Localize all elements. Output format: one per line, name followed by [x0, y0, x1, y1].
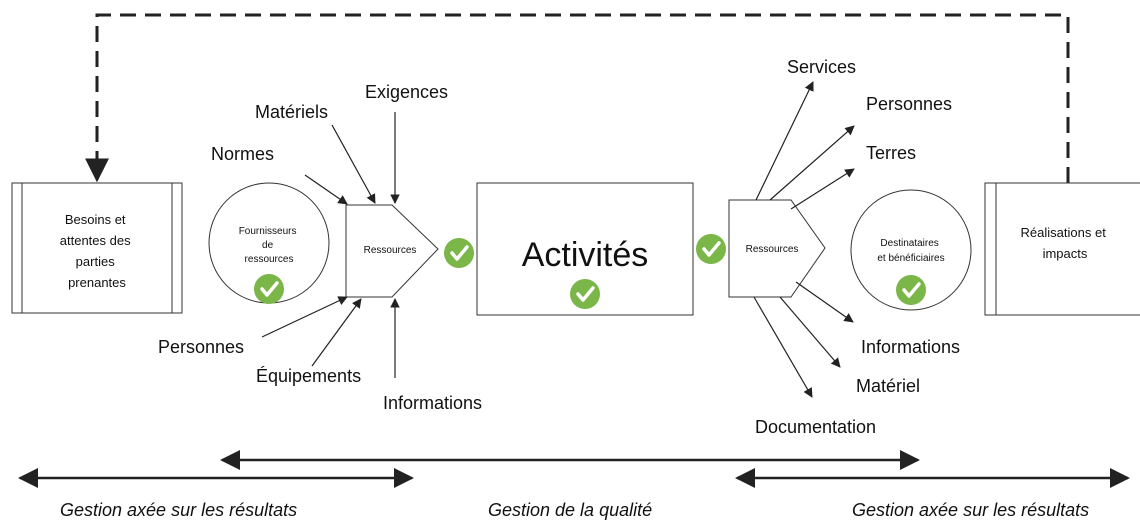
- check-icon: [252, 272, 286, 306]
- arrow-terres: [790, 168, 855, 210]
- input-label-materiels: Matériels: [255, 102, 328, 122]
- input-label-personnes: Personnes: [158, 337, 244, 357]
- output-label-services: Services: [787, 57, 856, 77]
- footer-left-label: Gestion axée sur les résultats: [60, 500, 297, 520]
- resources-in-shape: Ressources: [345, 204, 439, 298]
- achievements-box: Réalisations et impacts: [984, 182, 1140, 316]
- activities-box: Activités: [476, 182, 694, 316]
- achievements-label: Réalisations et impacts: [1021, 225, 1110, 261]
- resources-in-label: Ressources: [364, 245, 417, 256]
- arrow-informations-out: [795, 281, 854, 323]
- output-label-documentation: Documentation: [755, 417, 876, 437]
- arrow-normes: [304, 174, 348, 205]
- output-label-personnes: Personnes: [866, 94, 952, 114]
- check-icon: [442, 236, 476, 270]
- suppliers-label: Fournisseurs de ressources: [239, 226, 300, 265]
- footer-right-label: Gestion axée sur les résultats: [852, 500, 1089, 520]
- resources-out-label: Ressources: [746, 244, 799, 255]
- arrow-services: [755, 81, 814, 201]
- output-label-materiel: Matériel: [856, 376, 920, 396]
- feedback-loop: [85, 13, 1070, 183]
- arrow-materiels: [331, 124, 376, 204]
- input-label-equipements: Équipements: [256, 366, 361, 386]
- activities-label: Activités: [522, 236, 649, 274]
- arrow-personnes-in: [261, 296, 348, 338]
- resources-out-shape: Ressources: [728, 199, 826, 298]
- arrow-documentation: [753, 296, 813, 398]
- needs-label: Besoins et attentes des parties prenante…: [60, 212, 134, 290]
- input-label-normes: Normes: [211, 144, 274, 164]
- input-label-informations: Informations: [383, 393, 482, 413]
- needs-box: Besoins et attentes des parties prenante…: [11, 182, 183, 314]
- output-label-terres: Terres: [866, 143, 916, 163]
- footer-center-label: Gestion de la qualité: [488, 500, 652, 520]
- recipients-label: Destinataires et bénéficiaires: [877, 238, 944, 264]
- check-icon: [894, 273, 928, 307]
- input-label-exigences: Exigences: [365, 82, 448, 102]
- check-icon: [694, 232, 728, 266]
- recipients-circle: Destinataires et bénéficiaires: [850, 189, 972, 311]
- check-icon: [568, 277, 602, 311]
- arrow-materiel: [779, 296, 841, 368]
- arrow-personnes-out: [769, 125, 855, 201]
- suppliers-circle: Fournisseurs de ressources: [208, 182, 330, 306]
- arrow-equipements: [311, 298, 362, 367]
- output-label-informations: Informations: [861, 337, 960, 357]
